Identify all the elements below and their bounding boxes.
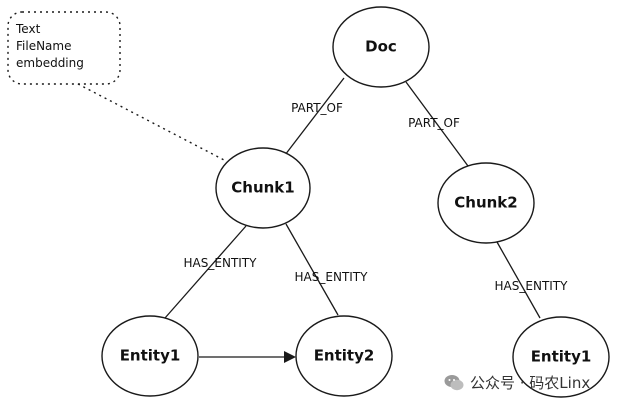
properties-note	[7, 11, 121, 85]
edge-label-chunk2-entity1: HAS_ENTITY	[495, 279, 569, 293]
edge-label-doc-chunk2: PART_OF	[408, 116, 460, 130]
node-entity2-label: Entity2	[314, 347, 375, 365]
node-chunk2-label: Chunk2	[454, 194, 517, 212]
note-line-text: Text	[15, 22, 41, 36]
wechat-icon	[444, 374, 464, 392]
node-chunk1	[215, 147, 311, 229]
node-chunk2	[437, 162, 535, 244]
edge-label-chunk1-entity1: HAS_ENTITY	[184, 256, 258, 270]
note-line-embedding: embedding	[16, 56, 84, 70]
node-doc-label: Doc	[365, 38, 397, 56]
edge-chunk1-entity1	[164, 225, 247, 319]
note-connector	[77, 83, 225, 161]
edge-chunk1-entity2	[285, 223, 339, 316]
node-entity1-left-label: Entity1	[120, 347, 181, 365]
node-entity1-left	[101, 315, 199, 397]
edge-label-chunk1-entity2: HAS_ENTITY	[295, 270, 369, 284]
node-chunk1-label: Chunk1	[231, 179, 294, 197]
watermark-text: 公众号 · 码农Linx	[470, 374, 591, 392]
node-entity2	[295, 315, 393, 397]
note-line-filename: FileName	[16, 39, 71, 53]
edge-doc-chunk1	[284, 77, 345, 156]
edge-label-doc-chunk1: PART_OF	[291, 101, 343, 115]
node-entity1-right	[512, 316, 610, 398]
edge-doc-chunk2	[405, 81, 469, 167]
node-entity1-right-label: Entity1	[531, 348, 592, 366]
watermark: 公众号 · 码农Linx	[444, 372, 590, 393]
edge-chunk2-entity1	[496, 241, 541, 319]
node-doc	[332, 6, 430, 88]
